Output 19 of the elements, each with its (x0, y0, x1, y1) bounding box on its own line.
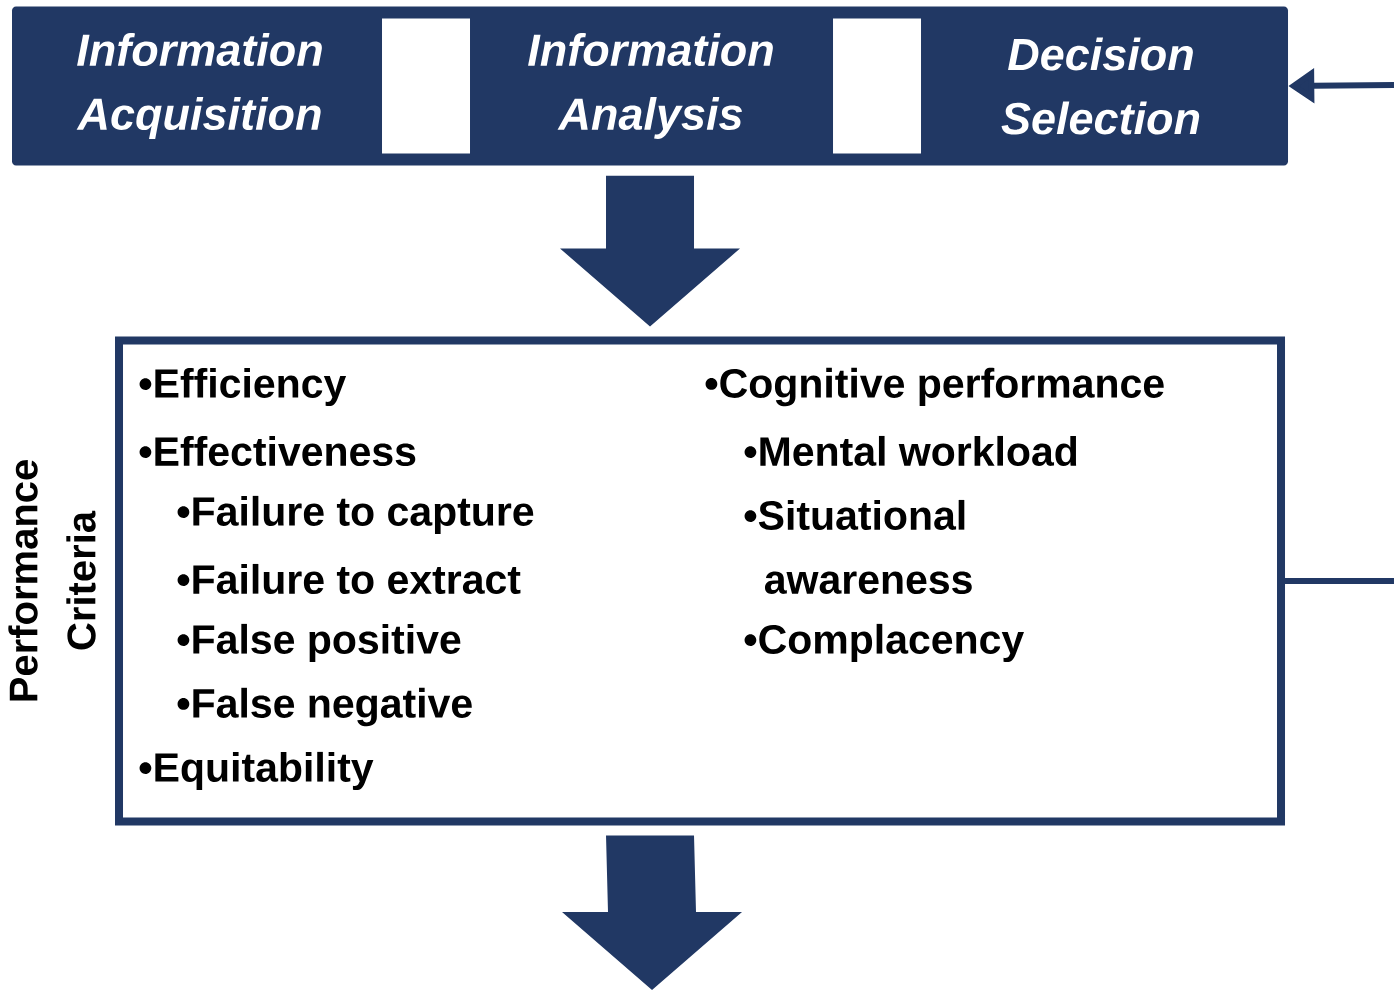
heading-text: Performance Criteria (8, 460, 96, 701)
block-arrow (562, 835, 742, 990)
separator-block (833, 18, 921, 154)
bullet-text: •Effectiveness (139, 435, 416, 467)
stage-label: Decision Selection (1001, 37, 1200, 135)
stage-label: Information Acquisition (76, 33, 322, 139)
bullet-text: •False positive (177, 623, 461, 663)
separator-block (382, 18, 470, 154)
bullet-text: •Equitability (139, 751, 374, 791)
bullet-text: •Efficiency (139, 367, 347, 407)
bullet-text: •Complacency (744, 623, 1024, 663)
bullet-text: •Failure to extract (177, 563, 521, 595)
bullet-text: •Cognitive performance (705, 367, 1164, 407)
bullet-text: •False negative (177, 687, 472, 727)
block-arrow (560, 175, 740, 327)
bullet-text: •Mental workload (744, 435, 1077, 467)
stage-label: Information Analysis (528, 33, 773, 139)
bullet-text: •Situational awareness (744, 499, 972, 595)
bullet-text: •Failure to capture (177, 495, 534, 535)
